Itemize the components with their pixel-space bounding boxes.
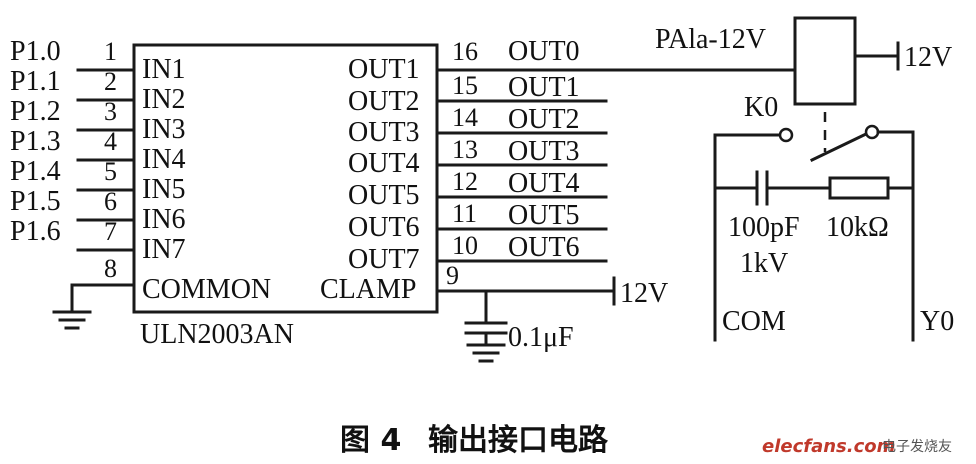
output-net-15: OUT1 xyxy=(508,72,580,103)
input-port-5: P1.4 xyxy=(10,156,61,187)
input-pin-number-7: 7 xyxy=(104,217,117,246)
snubber-cap-value: 100pF xyxy=(728,212,800,243)
output-pin-label-13: OUT4 xyxy=(348,148,420,179)
input-port-7: P1.6 xyxy=(10,216,61,247)
output-pin-number-14: 14 xyxy=(452,103,478,132)
ic-name: ULN2003AN xyxy=(140,319,294,350)
common-pin-group: 8 COMMON xyxy=(52,254,271,330)
output-pins: OUT1 16 OUT0 OUT2 15 OUT1 OUT3 14 OUT2 O… xyxy=(348,36,797,275)
switch-blade xyxy=(809,131,869,163)
input-pin-label-4: IN4 xyxy=(142,144,186,175)
output-net-12: OUT4 xyxy=(508,168,580,199)
clamp-pin-group: 12V CLAMP 9 0.1μF xyxy=(320,261,668,363)
input-port-4: P1.3 xyxy=(10,126,61,157)
output-net-13: OUT3 xyxy=(508,136,580,167)
output-pin-label-10: OUT7 xyxy=(348,244,420,275)
relay-coil xyxy=(793,16,857,106)
input-pins: P1.0 1 IN1 P1.1 2 IN2 P1.2 3 IN3 P1.3 4 … xyxy=(10,36,186,265)
input-pin-label-3: IN3 xyxy=(142,114,186,145)
input-port-6: P1.5 xyxy=(10,186,61,217)
clamp-capacitor-value: 0.1μF xyxy=(508,322,574,353)
output-net-14: OUT2 xyxy=(508,104,580,135)
output-pin-number-10: 10 xyxy=(452,231,478,260)
common-pin-label: COMMON xyxy=(142,274,271,305)
input-pin-label-6: IN6 xyxy=(142,204,186,235)
figure-title: 输出接口电路 xyxy=(428,423,609,458)
relay-name: PAla-12V xyxy=(655,24,766,55)
snubber-group: 100pF 1kV 10kΩ xyxy=(713,170,915,279)
output-pin-number-16: 16 xyxy=(452,37,478,66)
snubber-resistor-value: 10kΩ xyxy=(826,212,889,243)
output-net-11: OUT5 xyxy=(508,200,580,231)
output-pin-label-12: OUT5 xyxy=(348,180,420,211)
watermark-brand: elecfans.com xyxy=(762,436,895,457)
clamp-pin-label: CLAMP xyxy=(320,274,416,305)
output-net-10: OUT6 xyxy=(508,232,580,263)
switch-contact-left xyxy=(778,127,794,143)
switch-left-wire xyxy=(713,133,782,342)
input-pin-number-2: 2 xyxy=(104,67,117,96)
output-pin-number-11: 11 xyxy=(452,199,477,228)
relay-group: PAla-12V 12V K0 xyxy=(655,16,952,342)
input-pin-label-2: IN2 xyxy=(142,84,186,115)
output-pin-label-15: OUT2 xyxy=(348,86,420,117)
switch-contact-right xyxy=(864,124,880,140)
input-pin-label-5: IN5 xyxy=(142,174,186,205)
ground-symbol-common xyxy=(52,310,92,330)
input-port-3: P1.2 xyxy=(10,96,61,127)
clamp-pin-number: 9 xyxy=(446,261,459,290)
figure-number: 图 4 xyxy=(340,423,401,458)
input-pin-number-1: 1 xyxy=(104,37,117,66)
resistor-symbol xyxy=(828,176,890,200)
output-pin-label-16: OUT1 xyxy=(348,54,420,85)
ground-symbol-clamp xyxy=(466,343,506,363)
ic-body xyxy=(132,43,439,314)
output-pin-number-12: 12 xyxy=(452,167,478,196)
output-net-16: OUT0 xyxy=(508,36,580,67)
input-pin-number-6: 6 xyxy=(104,187,117,216)
output-pin-label-14: OUT3 xyxy=(348,117,420,148)
terminal-com: COM xyxy=(722,306,786,337)
input-port-1: P1.0 xyxy=(10,36,61,67)
input-port-2: P1.1 xyxy=(10,66,61,97)
watermark-cn: 电子发烧友 xyxy=(882,439,952,455)
relay-supply-voltage: 12V xyxy=(904,42,952,73)
output-pin-number-13: 13 xyxy=(452,135,478,164)
clamp-supply-voltage: 12V xyxy=(620,278,668,309)
input-pin-number-4: 4 xyxy=(104,127,117,156)
output-pin-label-11: OUT6 xyxy=(348,212,420,243)
common-pin-number: 8 xyxy=(104,254,117,283)
relay-switch-label: K0 xyxy=(744,92,778,123)
output-pin-number-15: 15 xyxy=(452,71,478,100)
common-wire xyxy=(70,283,136,314)
snubber-cap-rating: 1kV xyxy=(740,248,788,279)
input-pin-number-3: 3 xyxy=(104,97,117,126)
input-pin-number-5: 5 xyxy=(104,157,117,186)
input-pin-label-7: IN7 xyxy=(142,234,186,265)
switch-right-wire xyxy=(876,130,915,342)
input-pin-label-1: IN1 xyxy=(142,54,186,85)
terminal-y0: Y0 xyxy=(920,306,954,337)
